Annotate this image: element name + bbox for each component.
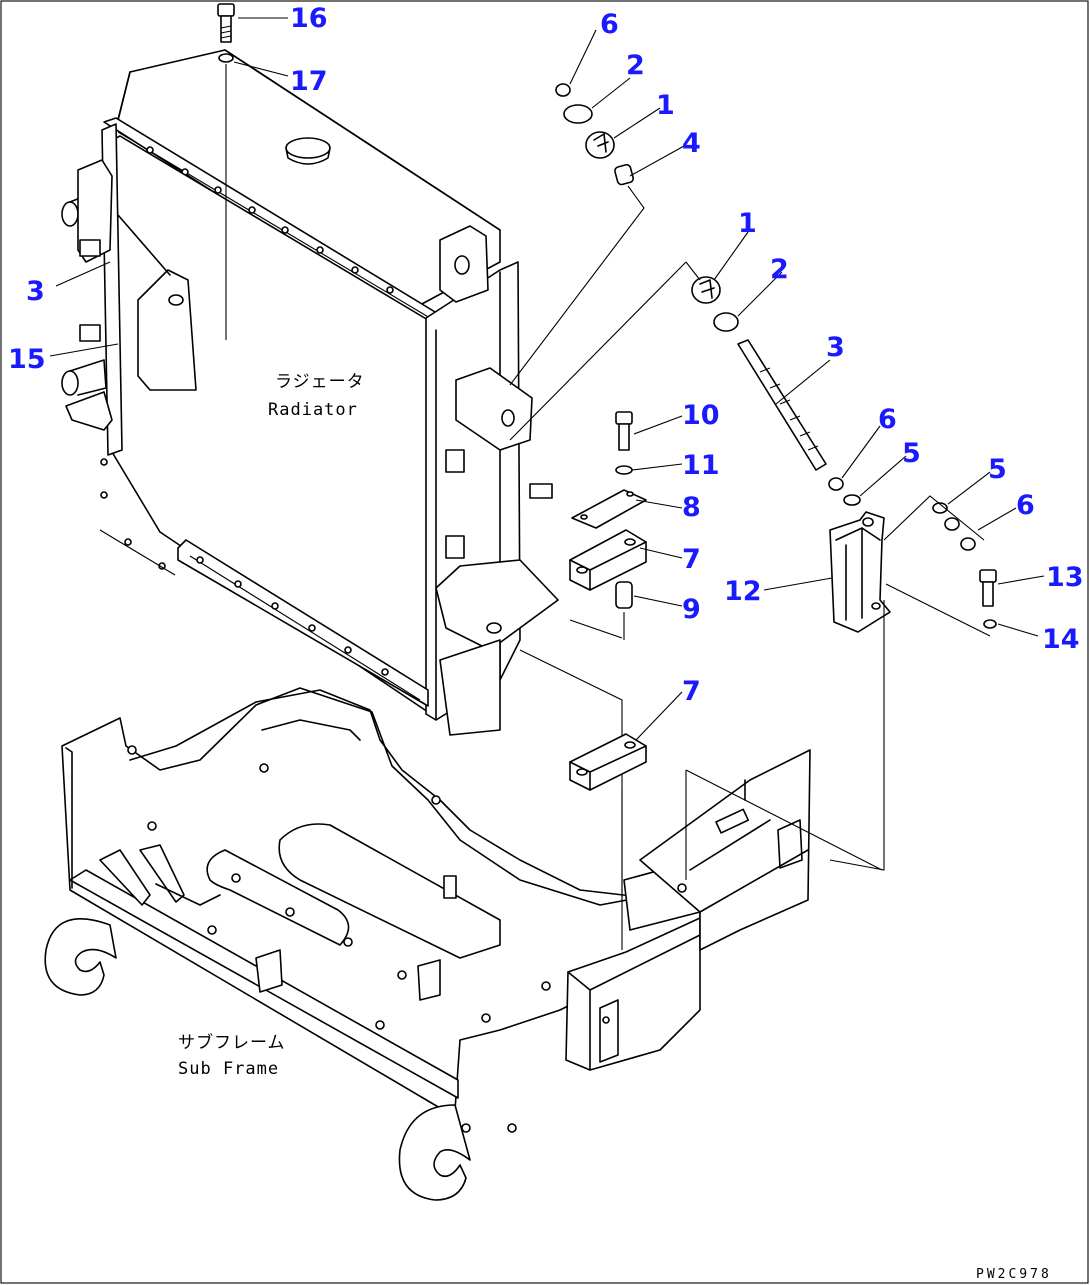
callout-2: 2 (626, 50, 645, 81)
sub-frame-bolts (127, 745, 687, 1133)
radiator-cap (285, 137, 331, 159)
callout-6: 6 (878, 404, 897, 435)
washer-5-bracket (932, 502, 948, 514)
radiator-lower-box (439, 639, 501, 736)
callout-leaders (49, 17, 1045, 741)
washer-2-lower (713, 312, 739, 332)
left-hose-fittings (61, 159, 113, 431)
callout-16: 16 (290, 3, 328, 34)
callout-15: 15 (8, 344, 46, 375)
plate-8 (571, 489, 647, 529)
callout-10: 10 (682, 400, 720, 431)
callout-numbers: 16 17 6 2 1 4 3 15 1 2 3 10 11 8 7 9 6 5… (8, 3, 1084, 707)
radiator-lower-bracket (435, 559, 559, 651)
washer-2-upper (563, 104, 593, 124)
callout-5: 5 (988, 454, 1007, 485)
callout-11: 11 (682, 450, 720, 481)
callout-6: 6 (1016, 490, 1035, 521)
radiator-side-bracket (455, 367, 533, 451)
callout-1: 1 (738, 208, 757, 239)
bolt-10 (615, 411, 633, 451)
nut-6-rod (828, 477, 844, 491)
callout-3: 3 (826, 332, 845, 363)
callout-12: 12 (724, 576, 762, 607)
front-hook-left (44, 918, 117, 996)
callout-2: 2 (770, 254, 789, 285)
callout-17: 17 (290, 66, 328, 97)
radiator-assembly (61, 49, 559, 736)
washer-11 (615, 465, 633, 475)
sub-frame-rear-extension (639, 749, 811, 951)
washer-5-rod (843, 494, 861, 506)
callout-4: 4 (682, 128, 701, 159)
front-hook-right (398, 1104, 471, 1201)
sub-frame-body (61, 687, 701, 1111)
spacer-7-upper (569, 529, 647, 591)
radiator-label-en: Radiator (268, 400, 358, 420)
bolt-16 (217, 3, 235, 43)
bracket-12 (829, 511, 891, 633)
collar-9 (615, 581, 633, 609)
drawing-code: PW2C978 (976, 1267, 1052, 1282)
washer-14 (983, 619, 997, 629)
callout-3: 3 (26, 276, 45, 307)
callout-1: 1 (656, 90, 675, 121)
callout-5: 5 (902, 438, 921, 469)
callout-13: 13 (1046, 562, 1084, 593)
collar-4 (614, 163, 635, 186)
callout-8: 8 (682, 492, 701, 523)
spacer-7-lower (569, 733, 647, 791)
callout-6: 6 (600, 9, 619, 40)
nut-6-bracket-b (960, 537, 976, 551)
callout-7: 7 (682, 544, 701, 575)
subframe-label-jp: サブフレーム (178, 1032, 286, 1053)
rod-3 (737, 339, 827, 471)
radiator-label-jp: ラジェータ (275, 372, 365, 392)
bolt-13 (979, 569, 997, 607)
callout-9: 9 (682, 594, 701, 625)
callout-14: 14 (1042, 624, 1080, 655)
bottom-rail-bolts (196, 556, 389, 676)
washer-17 (218, 53, 234, 63)
nut-6-bracket-a (944, 517, 960, 531)
callout-7: 7 (682, 676, 701, 707)
nut-6-upper (555, 83, 571, 97)
sub-frame-assembly (44, 687, 811, 1201)
subframe-label-en: Sub Frame (178, 1059, 279, 1079)
